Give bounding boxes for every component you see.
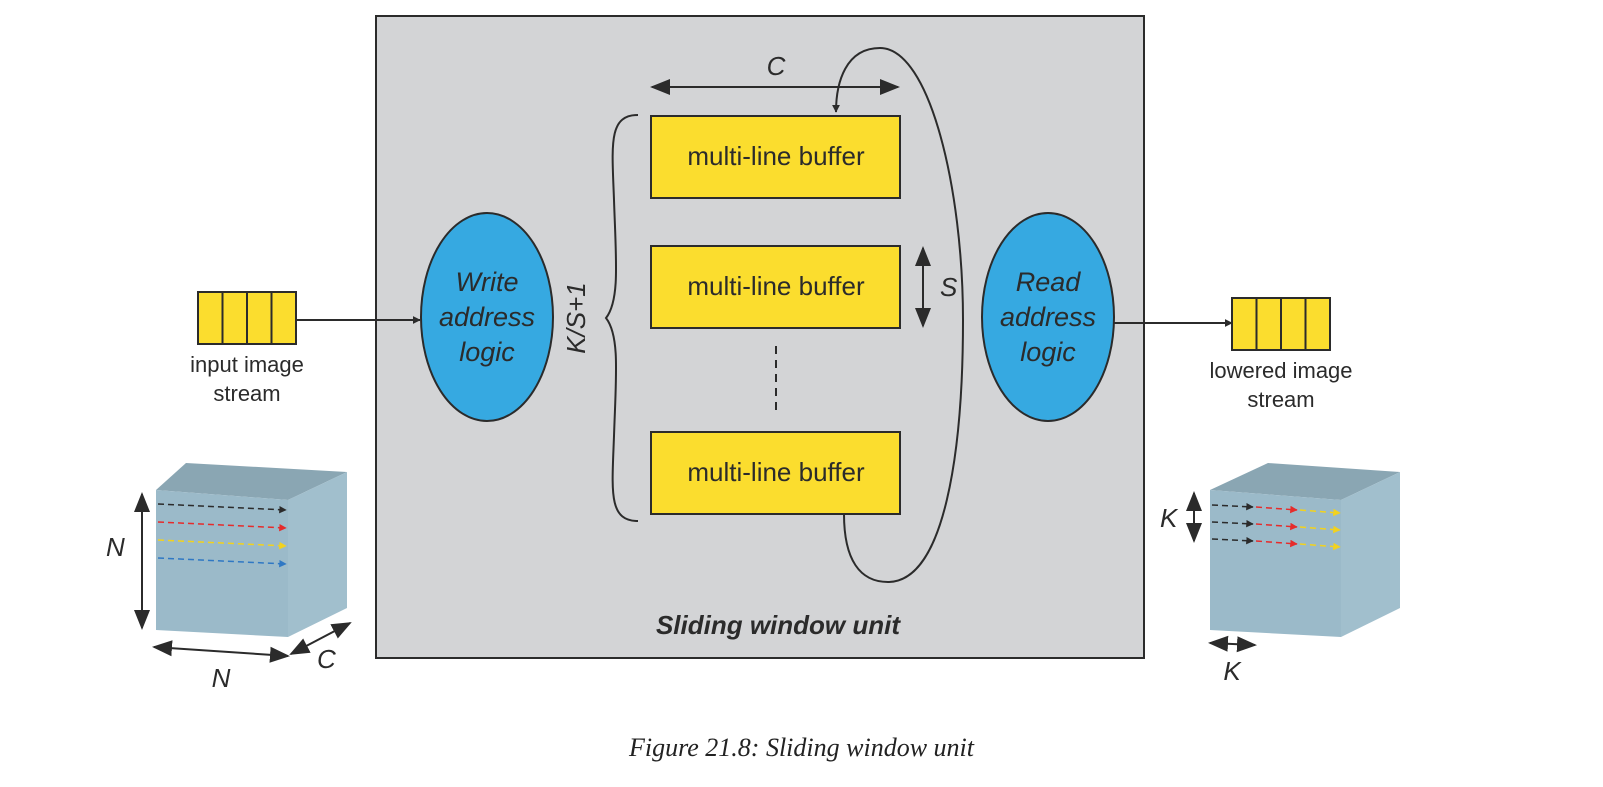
buffer-3-label: multi-line buffer	[687, 457, 865, 487]
input-fifo	[197, 291, 297, 345]
output-cube-k-width-arrow	[1208, 635, 1257, 653]
read-address-logic	[981, 212, 1115, 422]
input-cube-c-depth-label: C	[317, 644, 336, 674]
multi-line-buffer-1	[650, 115, 901, 199]
input-cube-n-width-arrow	[152, 640, 290, 663]
buffer-2-label: multi-line buffer	[687, 271, 865, 301]
write-address-logic	[420, 212, 554, 422]
multi-line-buffer-2	[650, 245, 901, 329]
buffer-1-label: multi-line buffer	[687, 141, 865, 171]
ks-label: K/S+1	[561, 282, 591, 354]
c-top-label: C	[767, 51, 786, 81]
input-label-line1: input image	[190, 352, 304, 377]
buffers-brace	[604, 114, 639, 522]
output-image-cube	[1210, 463, 1400, 637]
output-cube-k-height-label: K	[1160, 503, 1179, 533]
output-label-line1: lowered image	[1209, 358, 1352, 383]
input-image-cube	[156, 463, 347, 637]
unit-title: Sliding window unit	[656, 610, 901, 640]
read-logic-line2: address	[1000, 302, 1096, 332]
input-cube-n-height-label: N	[106, 532, 125, 562]
output-cube-k-width-label: K	[1223, 656, 1242, 686]
output-label-line2: stream	[1247, 387, 1314, 412]
input-cube-n-width-label: N	[212, 663, 231, 693]
write-logic-line2: address	[439, 302, 535, 332]
output-fifo	[1231, 297, 1331, 351]
feedback-loop	[832, 46, 965, 584]
input-cube-c-depth-arrow	[289, 622, 352, 655]
write-logic-line3: logic	[459, 337, 515, 367]
s-label: S	[940, 272, 958, 302]
read-logic-line1: Read	[1016, 267, 1082, 297]
write-logic-line1: Write	[456, 267, 519, 297]
figure-caption: Figure 21.8: Sliding window unit	[629, 733, 974, 762]
input-label-line2: stream	[213, 381, 280, 406]
read-logic-line3: logic	[1020, 337, 1076, 367]
multi-line-buffer-3	[650, 431, 901, 515]
